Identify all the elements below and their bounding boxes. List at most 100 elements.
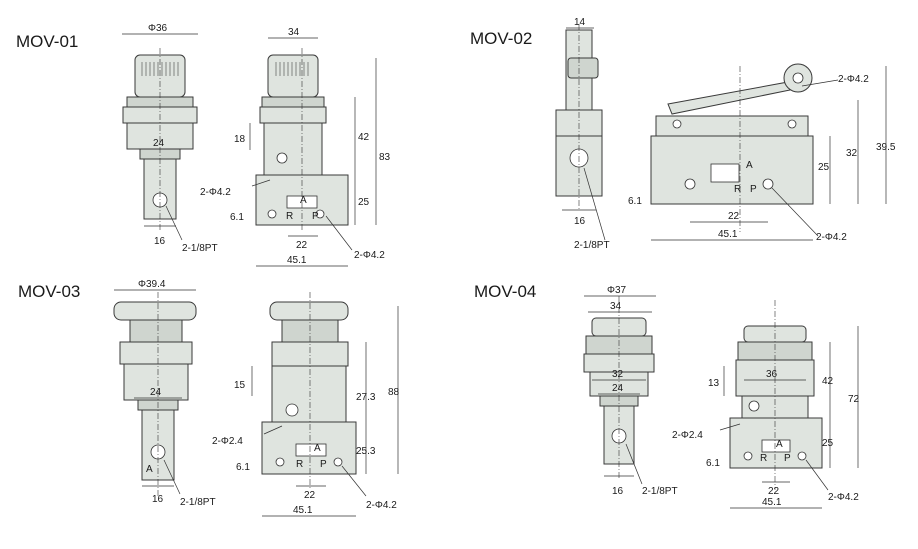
- dim-label: 24: [150, 387, 162, 398]
- dim-label: 45.1: [287, 255, 307, 266]
- dim-label: 25.3: [356, 446, 376, 457]
- dim-label: 32: [846, 148, 858, 159]
- dim-label: 2-1/8PT: [182, 243, 218, 254]
- dim-label: 45.1: [293, 505, 313, 516]
- screw: [276, 152, 288, 164]
- lever: [667, 81, 791, 115]
- mov-04-title: MOV-04: [474, 282, 536, 301]
- dim-label: 22: [296, 240, 308, 251]
- mov-01-side-view: A R P 34 18 42 83 2-Φ4.2 25 6.1 22 45.1 …: [200, 27, 391, 267]
- body: [123, 363, 189, 401]
- screw: [285, 403, 299, 417]
- dim-label: 34: [610, 301, 622, 312]
- hole: [267, 209, 277, 219]
- mov-03-title: MOV-03: [18, 282, 80, 301]
- dim-label: 25: [358, 197, 370, 208]
- mov-01-title: MOV-01: [16, 32, 78, 51]
- port-a-label: A: [776, 439, 783, 450]
- mov-04-side-view: A R P 13 36 42 72 2-Φ2.4 25 6.1 22 45.1 …: [672, 300, 860, 509]
- dim-label: 18: [234, 134, 246, 145]
- port-p-label: P: [312, 211, 319, 222]
- dim-label: 16: [574, 216, 586, 227]
- dim-label: 16: [152, 494, 164, 505]
- mov-03-group: MOV-03 Φ39.4 24 A 16 2-1/8PT: [18, 279, 400, 517]
- port-a-label: A: [314, 443, 321, 454]
- body: [263, 122, 323, 176]
- dim-label: 2-Φ2.4: [672, 430, 703, 441]
- hole: [797, 451, 807, 461]
- roller-pin: [792, 72, 804, 84]
- dim-label: 24: [612, 383, 624, 394]
- hole: [762, 178, 774, 190]
- hole: [333, 457, 343, 467]
- dim-label: 36: [766, 369, 778, 380]
- dim-label: 2-Φ4.2: [828, 492, 859, 503]
- dim-label: 34: [288, 27, 300, 38]
- dim-label: 16: [612, 486, 624, 497]
- dim-label: 83: [379, 152, 391, 163]
- dim-label: 2-Φ4.2: [366, 500, 397, 511]
- dim-label: 2-1/8PT: [574, 240, 610, 251]
- mov-01-group: MOV-01 Φ36 24 16 2-1/8: [16, 23, 391, 267]
- port-plate: [295, 443, 327, 457]
- hole: [684, 178, 696, 190]
- dim-label: 27.3: [356, 392, 376, 403]
- dim-label: 2-Φ4.2: [200, 187, 231, 198]
- mov-04-group: MOV-04 Φ37 34 32 24 16 2-1/8PT: [474, 282, 860, 509]
- mov-01-front-view: Φ36 24 16 2-1/8PT: [122, 23, 218, 254]
- mov-02-group: MOV-02 14 16 2-1/8PT: [470, 17, 896, 251]
- dim-label: 13: [708, 378, 720, 389]
- dim-label: 6.1: [230, 212, 244, 223]
- dim-label: Φ37: [607, 285, 627, 296]
- dim-label: 2-1/8PT: [642, 486, 678, 497]
- dim-label: 24: [153, 138, 165, 149]
- dim-label: 32: [612, 369, 624, 380]
- screw: [787, 119, 797, 129]
- dim-label: 15: [234, 380, 246, 391]
- mov-03-front-view: Φ39.4 24 A 16 2-1/8PT: [113, 279, 216, 508]
- mushroom-head: [113, 301, 197, 321]
- hole: [315, 209, 325, 219]
- port-r-label: R: [286, 211, 293, 222]
- dim-label: 6.1: [628, 196, 642, 207]
- port-a-label: A: [746, 160, 753, 171]
- dim-label: 6.1: [236, 462, 250, 473]
- collar: [119, 341, 193, 365]
- port-r-label: R: [296, 459, 303, 470]
- knob: [267, 54, 319, 98]
- dim-label: 2-Φ4.2: [838, 74, 869, 85]
- dim-label: 25: [822, 438, 834, 449]
- dim-label: 42: [358, 132, 370, 143]
- dim-label: 14: [574, 17, 586, 28]
- dim-label: 6.1: [706, 458, 720, 469]
- port-p-label: P: [320, 459, 327, 470]
- hole: [743, 451, 753, 461]
- port-plate: [710, 163, 740, 183]
- dim-label: 42: [822, 376, 834, 387]
- body: [271, 365, 347, 423]
- port-a-label: A: [300, 195, 307, 206]
- dim-label: Φ39.4: [138, 279, 166, 290]
- ring: [261, 96, 325, 108]
- dim-label: 39.5: [876, 142, 896, 153]
- port-p-label: P: [784, 453, 791, 464]
- port-r-label: R: [760, 453, 767, 464]
- collar: [259, 106, 327, 124]
- dim-label: 25: [818, 162, 830, 173]
- neck: [129, 319, 183, 343]
- mov-02-side-view: A R P 2-Φ4.2 39.5 32 25 6.1 22 45.1 2-Φ4…: [628, 63, 896, 243]
- hole: [275, 457, 285, 467]
- port-p-label: P: [750, 184, 757, 195]
- dim-label: 88: [388, 387, 400, 398]
- dim-label: 45.1: [718, 229, 738, 240]
- dim-label: 2-Φ2.4: [212, 436, 243, 447]
- dim-label: 45.1: [762, 497, 782, 508]
- dim-label: 72: [848, 394, 860, 405]
- dim-label: 16: [154, 236, 166, 247]
- screw: [672, 119, 682, 129]
- mov-04-front-view: Φ37 34 32 24 16 2-1/8PT: [583, 285, 678, 497]
- screw: [748, 400, 760, 412]
- port-plate: [761, 439, 791, 453]
- dim-label: 22: [304, 490, 316, 501]
